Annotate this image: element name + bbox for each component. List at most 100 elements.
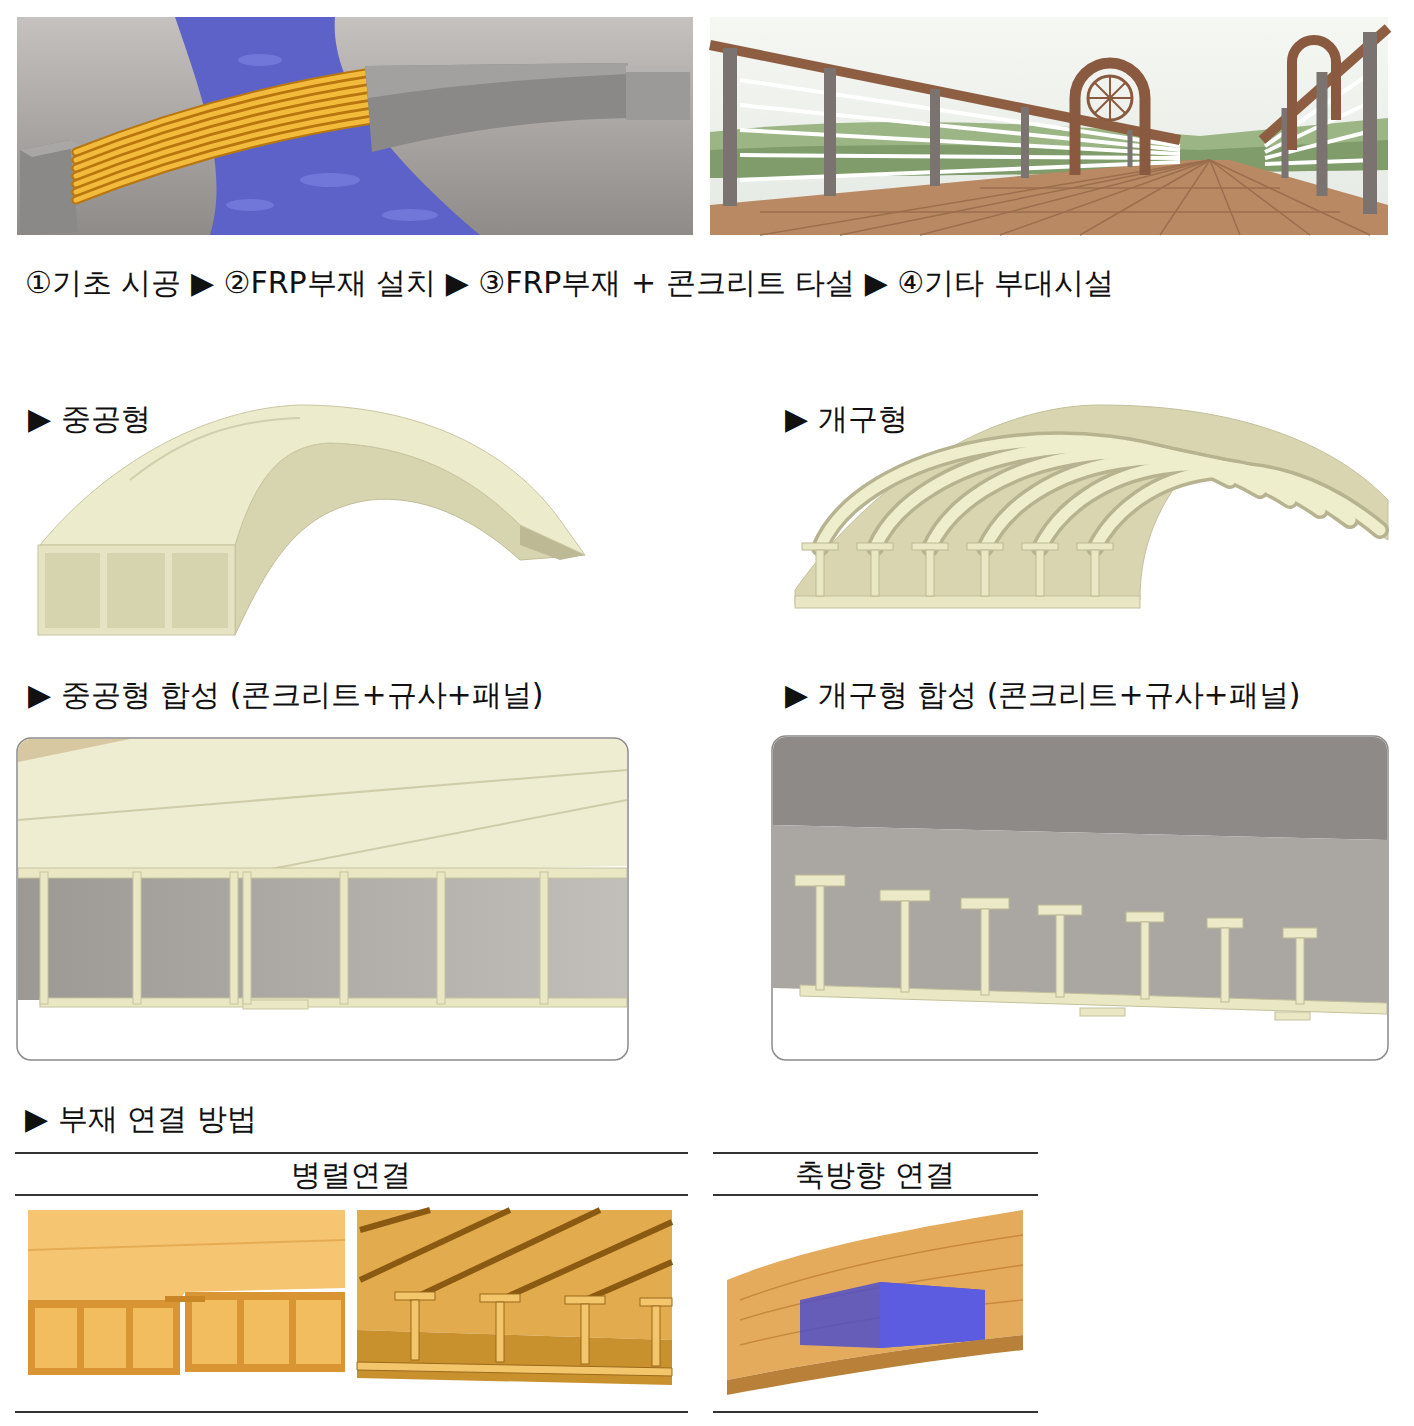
open-arch-figure: [1091, 550, 1099, 596]
bridge-photo-render: [760, 211, 1340, 213]
open-arch-figure: [795, 405, 1388, 605]
open-composite-figure: [1056, 915, 1064, 997]
open-arch-figure: [967, 543, 1003, 550]
hollow-arch-figure: [45, 553, 100, 628]
section-heading: ▶ 부재 연결 방법: [25, 1102, 257, 1135]
parallel-open-figure: [357, 1292, 672, 1376]
hollow-composite-figure: [17, 738, 628, 1060]
open-arch-figure: [816, 550, 824, 596]
table-rule: [15, 1411, 688, 1413]
axial-connection-figure: [880, 1282, 985, 1348]
axial-connection-figure: [727, 1210, 1023, 1395]
open-composite-figure: [1296, 938, 1304, 1004]
hollow-composite-figure: [40, 998, 627, 1007]
parallel-open-figure: [360, 1210, 430, 1230]
parallel-open-figure: [357, 1330, 672, 1385]
hollow-arch-figure: [235, 443, 585, 635]
table-header: 축방향 연결: [795, 1158, 955, 1191]
hollow-composite-figure: [133, 872, 141, 1004]
hollow-composite-figure: [18, 739, 627, 878]
open-arch-figure: [1036, 550, 1044, 596]
parallel-hollow-figure: [84, 1308, 126, 1368]
parallel-hollow-figure: [28, 1240, 345, 1250]
hollow-composite-figure: [18, 739, 130, 762]
open-arch-figure: [820, 440, 1380, 548]
bridge-photo-render: [710, 17, 1388, 235]
open-arch-figure: [802, 543, 838, 550]
bridge-photo-render: [1317, 72, 1328, 196]
parallel-open-figure: [357, 1210, 672, 1385]
open-arch-figure: [912, 543, 948, 550]
hollow-arch-figure: [38, 545, 235, 635]
open-composite-figure: [1141, 922, 1149, 999]
hollow-composite-figure: [540, 872, 548, 1004]
parallel-open-figure: [395, 1292, 435, 1300]
open-arch-figure: [926, 550, 934, 596]
open-composite-figure: [961, 898, 1009, 909]
bridge-photo-render: [1160, 160, 1210, 235]
open-composite-figure: [773, 737, 1387, 1020]
hollow-composite-figure: [18, 878, 627, 1000]
bridge-model-render: [626, 66, 690, 120]
bridge-model-render: [76, 72, 372, 200]
open-composite-figure: [880, 890, 930, 901]
table-header: 병렬연결: [291, 1158, 411, 1191]
parallel-open-figure: [480, 1294, 520, 1302]
bridge-photo-render: [930, 89, 940, 186]
open-composite-figure: [1275, 1012, 1310, 1020]
bridge-model-render: [226, 199, 274, 211]
parallel-open-figure: [410, 1210, 600, 1300]
parallel-open-figure: [360, 1210, 672, 1300]
parallel-hollow-figure: [28, 1210, 345, 1300]
bridge-model-render: [365, 63, 628, 98]
open-arch-figure: [1022, 543, 1058, 550]
bridge-photo-render: [740, 162, 1180, 180]
bridge-model-render: [626, 66, 690, 72]
bridge-photo-render: [740, 155, 1180, 158]
open-arch-figure: [871, 550, 879, 596]
bridge-photo-render: [824, 68, 836, 196]
process-steps: ①기초 시공 ▶ ②FRP부재 설치 ▶ ③FRP부재 + 콘크리트 타설 ▶ …: [25, 266, 1114, 299]
bridge-photo-render: [1210, 160, 1310, 235]
axial-connection-figure: [800, 1282, 985, 1348]
bridge-model-render: [382, 209, 438, 221]
parallel-open-figure: [585, 1262, 672, 1300]
parallel-hollow-figure: [133, 1308, 173, 1368]
open-composite-figure: [772, 736, 1388, 1060]
open-composite-figure: [1080, 1008, 1125, 1016]
open-arch-figure: [1095, 471, 1380, 548]
open-composite-figure: [1126, 912, 1164, 922]
open-composite-figure: [1207, 918, 1243, 928]
parallel-open-figure: [581, 1304, 589, 1364]
hollow-composite-figure: [243, 1000, 308, 1009]
parallel-hollow-figure: [296, 1300, 341, 1364]
hollow-composite-figure: [243, 872, 251, 1004]
open-composite-figure: [773, 737, 1387, 840]
parallel-open-figure: [652, 1306, 660, 1366]
section-heading: ▶ 중공형: [28, 402, 151, 435]
bridge-photo-render: [1088, 76, 1132, 120]
bridge-photo-render: [723, 48, 737, 206]
open-composite-figure: [816, 886, 824, 990]
bridge-model-render: [238, 54, 282, 66]
hollow-composite-figure: [230, 872, 238, 1004]
table-rule: [713, 1194, 1038, 1196]
parallel-open-figure: [500, 1222, 672, 1300]
parallel-hollow-figure: [192, 1300, 237, 1364]
open-composite-figure: [1283, 928, 1317, 938]
axial-connection-figure: [727, 1335, 1023, 1395]
parallel-open-figure: [360, 1210, 510, 1280]
parallel-hollow-figure: [35, 1308, 77, 1368]
open-composite-figure: [981, 909, 989, 995]
hollow-composite-figure: [18, 770, 627, 820]
parallel-hollow-figure: [28, 1210, 345, 1375]
bridge-photo-render: [710, 17, 1388, 235]
parallel-open-figure: [357, 1210, 672, 1340]
bridge-photo-render: [1363, 32, 1377, 214]
hollow-composite-figure: [340, 872, 348, 1004]
open-arch-figure: [795, 405, 1388, 608]
open-arch-figure: [857, 543, 893, 550]
open-composite-figure: [1038, 905, 1082, 915]
